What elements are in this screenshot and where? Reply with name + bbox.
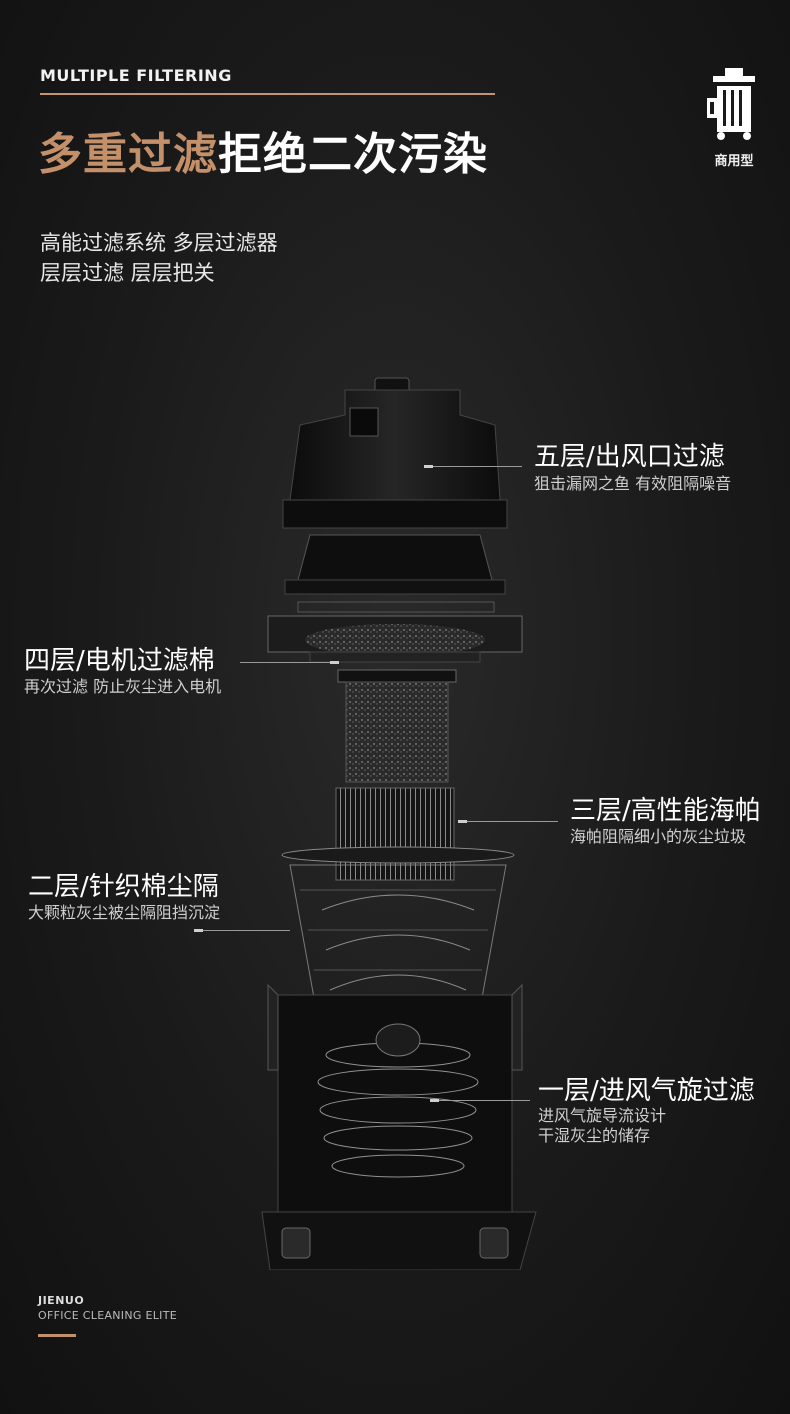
dust-tank bbox=[261, 983, 537, 1270]
title-rest: 拒绝二次污染 bbox=[218, 129, 488, 180]
layer-1-desc-2: 干湿灰尘的储存 bbox=[538, 1126, 651, 1145]
motor-plate bbox=[284, 534, 506, 595]
brand-tagline: OFFICE CLEANING ELITE bbox=[38, 1309, 177, 1322]
layer-1-leader-dot bbox=[430, 1099, 439, 1102]
layer-2-title: 二层/针织棉尘隔 bbox=[28, 872, 219, 902]
eyebrow-divider bbox=[40, 93, 495, 95]
layer-2-desc: 大颗粒灰尘被尘隔阻挡沉淀 bbox=[28, 903, 221, 922]
layer-3-title: 三层/高性能海帕 bbox=[570, 796, 761, 826]
layer-5-leader bbox=[432, 466, 522, 467]
page-title: 多重过滤拒绝二次污染 bbox=[38, 118, 488, 182]
layer-4-leader bbox=[240, 662, 336, 663]
hepa-cartridge bbox=[335, 669, 457, 881]
layer-4-desc: 再次过滤 防止灰尘进入电机 bbox=[24, 677, 222, 696]
layer-2-leader bbox=[194, 930, 290, 931]
layer-3-leader bbox=[462, 821, 558, 822]
intro-line-1: 高能过滤系统 多层过滤器 bbox=[40, 231, 278, 255]
brand-accent-line bbox=[38, 1334, 76, 1337]
vacuum-exploded-view bbox=[261, 377, 537, 1270]
layer-5-title: 五层/出风口过滤 bbox=[534, 442, 725, 472]
caster-wheels bbox=[281, 1227, 509, 1259]
layer-4-leader-dot bbox=[330, 661, 339, 664]
brand-name: JIENUO bbox=[38, 1294, 85, 1307]
layer-5-leader-dot bbox=[424, 465, 433, 468]
layer-5-desc: 狙击漏网之鱼 有效阻隔噪音 bbox=[534, 474, 732, 493]
motor-head bbox=[282, 377, 508, 529]
vacuum-cleaner-icon bbox=[707, 68, 755, 140]
intro-text: 高能过滤系统 多层过滤器 层层过滤 层层把关 bbox=[40, 228, 278, 288]
layer-3-leader-dot bbox=[458, 820, 467, 823]
product-type-badge: 商用型 bbox=[702, 66, 766, 169]
layer-1-leader bbox=[434, 1100, 530, 1101]
motor-foam-lid bbox=[267, 601, 523, 663]
layer-4-title: 四层/电机过滤棉 bbox=[24, 646, 215, 676]
layer-1-desc-1: 进风气旋导流设计 bbox=[538, 1106, 667, 1125]
intro-line-2: 层层过滤 层层把关 bbox=[40, 261, 215, 285]
title-accent: 多重过滤 bbox=[38, 129, 218, 180]
layer-1-title: 一层/进风气旋过滤 bbox=[538, 1076, 755, 1106]
badge-label: 商用型 bbox=[714, 154, 754, 169]
section-eyebrow: MULTIPLE FILTERING bbox=[40, 66, 232, 85]
layer-2-leader-dot bbox=[194, 929, 203, 932]
layer-3-desc: 海帕阻隔细小的灰尘垃圾 bbox=[570, 827, 747, 846]
